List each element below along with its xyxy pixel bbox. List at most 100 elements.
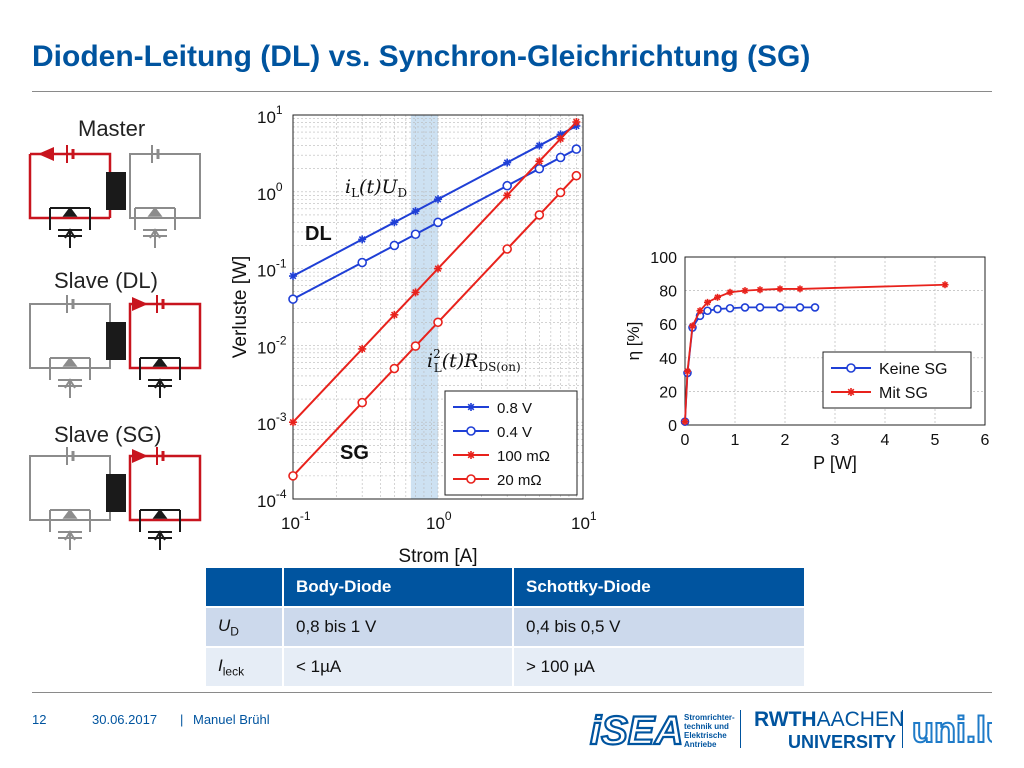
circle-marker — [534, 210, 545, 220]
diode-comparison-table: Body-Diode Schottky-Diode UD 0,8 bis 1 V… — [206, 568, 806, 686]
arrow-right-icon — [132, 449, 148, 463]
table-header-cell: Body-Diode — [283, 568, 514, 607]
table-row: UD 0,8 bis 1 V 0,4 bis 0,5 V — [206, 606, 806, 647]
table-cell-symbol: UD — [206, 606, 284, 647]
star-marker-stroke — [390, 311, 398, 319]
circle-marker — [389, 240, 400, 251]
master-circuit — [28, 143, 201, 249]
page-number: 12 — [32, 712, 47, 727]
circle-marker — [534, 163, 545, 174]
svg-text:technik und: technik und — [684, 722, 729, 731]
y-tick-label: 100 — [650, 250, 677, 267]
star-marker — [535, 141, 544, 150]
arrow-left-icon — [38, 147, 54, 161]
circle-marker — [795, 303, 805, 312]
star-marker-stroke — [289, 272, 297, 280]
circle-marker — [571, 144, 582, 154]
table-header-row: Body-Diode Schottky-Diode — [206, 568, 806, 607]
svg-text:iSEA: iSEA — [590, 709, 683, 752]
star-marker-stroke — [696, 307, 704, 314]
y-tick-label: 101 — [257, 103, 283, 127]
star-marker — [467, 451, 475, 459]
y-tick-label: 100 — [257, 180, 283, 204]
circle-marker — [775, 303, 785, 312]
x-tick-label: 2 — [781, 432, 790, 449]
x-tick-label: 0 — [681, 432, 690, 449]
star-marker — [503, 191, 512, 200]
unilu-logo: uni.lu — [910, 704, 1009, 755]
star-marker-stroke — [726, 289, 734, 296]
x-tick-label: 4 — [881, 432, 890, 449]
svg-text:Stromrichter-: Stromrichter- — [684, 713, 735, 722]
series-0.4-V — [288, 144, 582, 304]
circle-marker — [846, 363, 856, 373]
y-tick-label: 10-3 — [257, 410, 287, 434]
star-marker — [704, 298, 711, 306]
star-marker — [467, 403, 475, 411]
y-tick-label: 60 — [659, 317, 677, 334]
star-marker-stroke — [776, 285, 784, 292]
circle-marker — [713, 304, 722, 314]
plot-frame — [292, 114, 584, 500]
x-tick-label: 3 — [831, 432, 840, 449]
x-axis-label: P [W] — [813, 453, 857, 473]
svg-text:RWTHAACHEN: RWTHAACHEN — [754, 708, 902, 731]
circle-marker — [703, 306, 712, 316]
circle-marker — [502, 180, 512, 191]
star-marker — [847, 388, 855, 396]
star-marker-stroke — [412, 207, 419, 215]
star-marker-stroke — [503, 191, 511, 199]
star-marker — [390, 218, 399, 227]
legend-label: 0.8 V — [497, 400, 532, 417]
star-marker — [411, 288, 420, 297]
star-marker — [726, 288, 734, 296]
footer-date: 30.06.2017 — [92, 712, 158, 727]
table-cell-symbol: Ileck — [206, 646, 284, 686]
table-cell: > 100 µA — [513, 646, 806, 686]
master-label: Master — [78, 116, 146, 141]
transformer-core-icon — [106, 322, 126, 360]
circuit-diagrams — [28, 143, 202, 551]
star-marker-stroke — [741, 287, 749, 294]
x-axis-label: Strom [A] — [398, 546, 477, 567]
y-tick-label: 0 — [668, 418, 677, 435]
star-marker-stroke — [434, 195, 442, 203]
transformer-core-icon — [106, 474, 126, 512]
circle-marker — [555, 152, 566, 163]
svg-text:uni.lu: uni.lu — [912, 709, 992, 750]
table-row: Ileck < 1µA > 100 µA — [206, 646, 806, 686]
star-marker-stroke — [796, 285, 804, 292]
circle-marker — [466, 474, 476, 484]
star-marker — [390, 310, 399, 319]
slave-sg-label: Slave (SG) — [54, 422, 162, 447]
legend-label: 0.4 V — [497, 424, 532, 441]
star-marker-stroke — [704, 299, 711, 306]
circle-marker — [357, 257, 367, 268]
circle-marker — [810, 303, 820, 312]
star-marker-stroke — [557, 135, 564, 143]
y-axis-label: η [%] — [624, 322, 643, 361]
isea-logo: iSEA Stromrichter- technik und Elektrisc… — [588, 708, 738, 757]
circle-marker — [725, 303, 735, 313]
star-marker — [434, 264, 442, 273]
circle-marker — [433, 317, 443, 328]
legend-label: 100 mΩ — [497, 448, 550, 465]
star-marker — [741, 287, 749, 295]
svg-text:UNIVERSITY: UNIVERSITY — [788, 732, 896, 752]
footer-author: Manuel Brühl — [193, 712, 270, 727]
star-marker-stroke — [358, 236, 366, 243]
circle-marker — [755, 303, 765, 312]
star-marker — [358, 344, 367, 353]
star-marker — [941, 281, 949, 289]
x-tick-label: 6 — [981, 432, 990, 449]
star-marker — [556, 134, 565, 143]
rwth-logo: RWTHAACHEN UNIVERSITY — [752, 706, 904, 757]
star-marker — [434, 195, 442, 204]
star-marker-stroke — [535, 157, 543, 165]
series-Mit-SG — [681, 281, 949, 426]
star-marker-stroke — [689, 322, 696, 329]
